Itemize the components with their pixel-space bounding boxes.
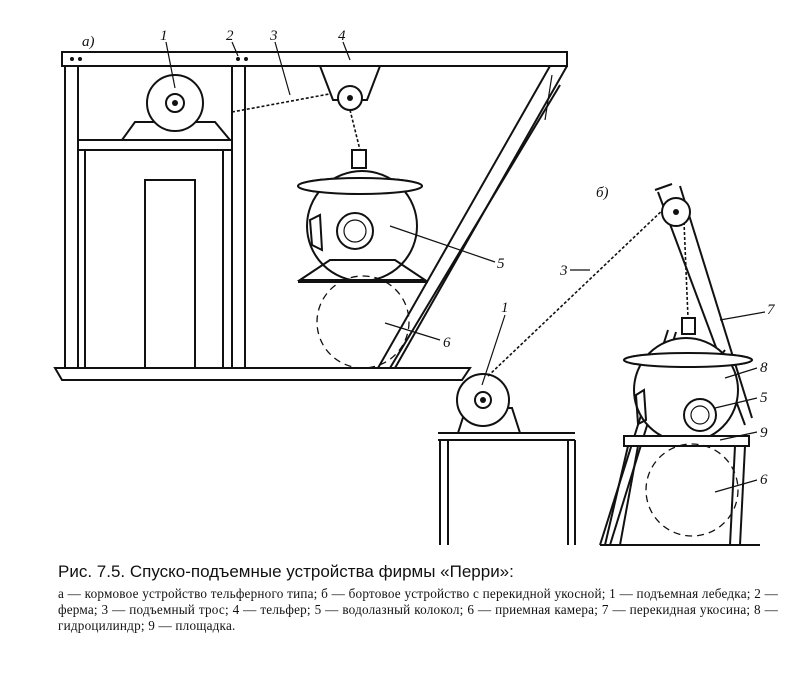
panel-b: б) 1 3 7 8 5 9 6 [438,183,776,546]
callout-b-7: 7 [767,302,776,318]
winch-b [456,373,522,434]
receiving-chamber-b [645,443,739,537]
figure-caption: Рис. 7.5. Спуско-подъемные устройства фи… [58,562,778,634]
bell-platform [604,435,750,546]
callout-a-4: 4 [338,28,346,44]
deckhouse-door [144,179,196,369]
caption-title: Рис. 7.5. Спуско-подъемные устройства фи… [58,562,514,581]
lift-rope-b [487,204,669,377]
callout-b-6: 6 [760,472,768,488]
callout-a-5: 5 [497,256,505,272]
lift-rope-a [231,91,341,113]
perry-launch-recovery-diagram: а) 1 2 3 4 5 6 [53,28,776,546]
deck-a [53,367,472,381]
callout-b-8: 8 [760,360,768,376]
panel-b-label: б) [596,185,609,201]
panel-a-label: а) [82,34,95,50]
winch-a [120,74,233,141]
callout-a-2: 2 [226,28,234,44]
receiving-chamber-a [316,275,410,369]
truss-top-beam [61,51,568,67]
callout-b-1: 1 [501,300,509,316]
diving-bell-a [296,149,429,283]
callout-a-3: 3 [269,28,278,44]
caption-legend: а — кормовое устройство тельферного типа… [58,586,778,633]
callout-b-5: 5 [760,390,768,406]
telpher [318,65,382,111]
callout-b-3: 3 [559,263,568,279]
callout-b-9: 9 [760,425,768,441]
callout-a-6: 6 [443,335,451,351]
diving-bell-b [623,317,753,443]
panel-a: а) 1 2 3 4 5 6 [53,28,568,381]
callout-a-1: 1 [160,28,168,44]
